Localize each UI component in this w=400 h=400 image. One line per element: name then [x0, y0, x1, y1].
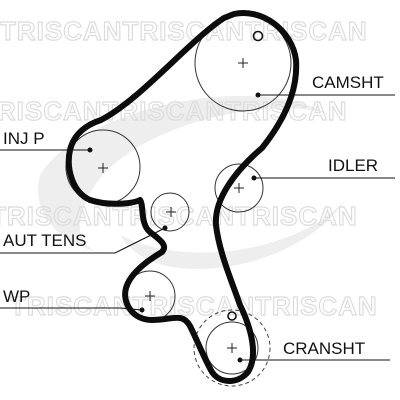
timing-belt: [65, 10, 300, 384]
watermark-text: TRISCANTRISCANTRISCAN: [0, 96, 348, 126]
idler-pulley: [214, 163, 264, 213]
auto-tensioner-leader-dot: [162, 225, 168, 231]
auto-tensioner-pulley: [150, 192, 190, 232]
injection-pump-leader-dot: [87, 147, 93, 153]
auto-tensioner-leader-line: [0, 227, 166, 254]
crankshaft-leader-dot: [237, 357, 243, 363]
idler-center-icon: [234, 183, 244, 193]
camshaft-label: CAMSHT: [312, 73, 384, 92]
crankshaft-timing-mark-icon: [227, 311, 237, 321]
part-labels: CAMSHT INJ P IDLER AUT TENS WP CRANSHT: [3, 73, 384, 358]
camshaft-center-icon: [238, 58, 248, 68]
water-pump-leader-line: [0, 307, 143, 311]
crankshaft-outer-circle: [193, 309, 271, 387]
water-pump-label: WP: [3, 287, 30, 306]
injection-pump-center-icon: [98, 163, 108, 173]
crankshaft-center-icon: [227, 343, 237, 353]
crankshaft-pulley: [205, 321, 259, 375]
watermark-swoosh-2: [120, 200, 345, 269]
watermark-swoosh: [38, 95, 330, 255]
injection-pump-label: INJ P: [3, 129, 45, 148]
camshaft-timing-mark-icon: [252, 30, 264, 42]
camshaft-leader-dot: [255, 92, 261, 98]
idler-label: IDLER: [328, 156, 378, 175]
crankshaft-label: CRANSHT: [283, 339, 365, 358]
auto-tensioner-center-icon: [166, 207, 176, 217]
idler-leader-dot: [251, 175, 257, 181]
watermark-text: TRISCANTRISCANTRISCAN: [0, 16, 368, 46]
auto-tensioner-label: AUT TENS: [3, 231, 86, 250]
watermark-text: TRISCANTRISCANTRISCAN: [10, 291, 378, 321]
water-pump-leader-dot: [139, 307, 145, 313]
watermark-text: TRISCANTRISCANTRISCAN: [0, 201, 358, 231]
leader-lines: [0, 92, 395, 363]
watermark: TRISCANTRISCANTRISCAN TRISCANTRISCANTRIS…: [0, 15, 378, 321]
water-pump-center-icon: [145, 291, 155, 301]
